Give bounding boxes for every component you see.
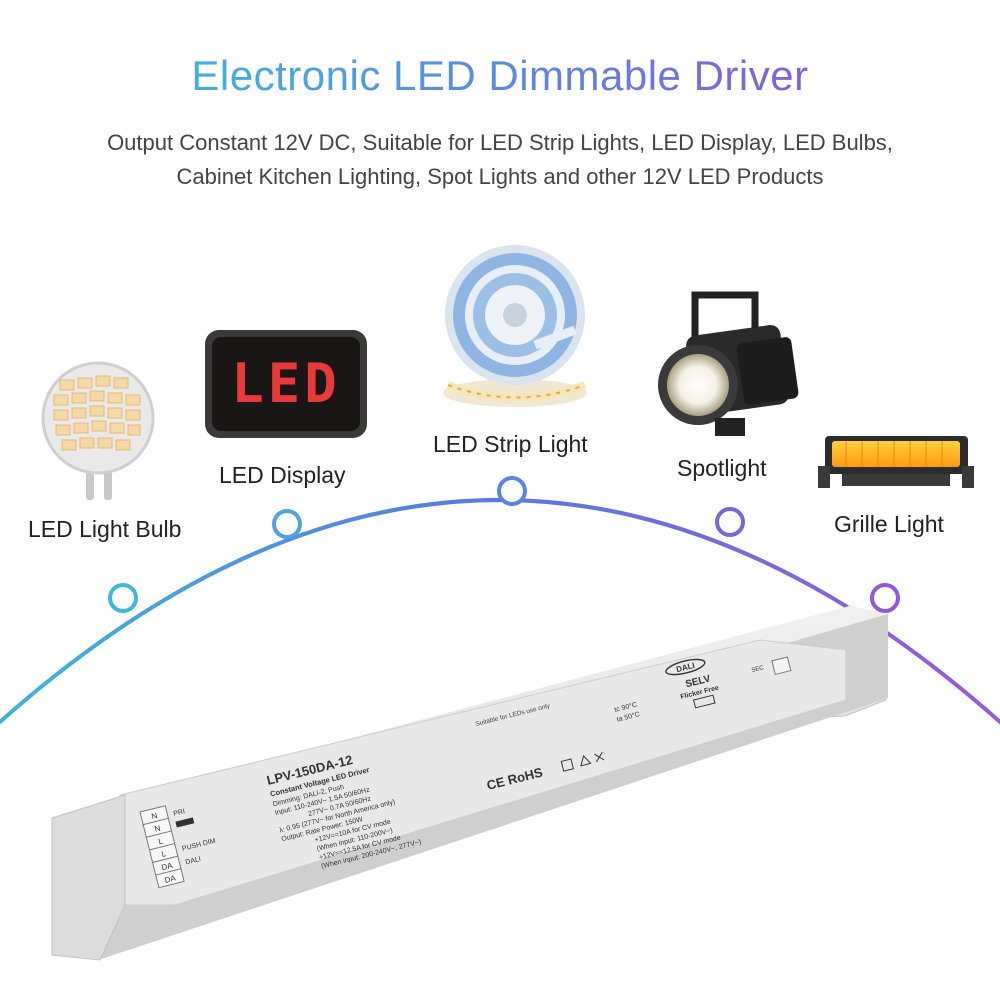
terminal-3: L <box>157 836 164 846</box>
label-led-strip-light: LED Strip Light <box>433 431 588 457</box>
arc-node-4 <box>715 507 745 537</box>
arc-node-1 <box>108 583 138 613</box>
grille-light-icon <box>818 436 974 488</box>
display-text: LED <box>231 352 341 415</box>
led-driver-device: N N L L DA DA PRI PUSH DIM DALI LPV-150D… <box>51 605 888 961</box>
terminal-4: L <box>161 849 168 859</box>
subtitle-line-2: Cabinet Kitchen Lighting, Spot Lights an… <box>176 164 824 189</box>
terminal-1: N <box>151 811 159 821</box>
arc-node-3 <box>497 476 527 506</box>
subtitle: Output Constant 12V DC, Suitable for LED… <box>40 126 960 194</box>
arc-node-2 <box>272 509 302 539</box>
sec-label: SEC <box>751 665 765 674</box>
subtitle-line-1: Output Constant 12V DC, Suitable for LED… <box>107 130 893 155</box>
led-light-bulb-icon <box>41 361 155 500</box>
led-strip-icon <box>443 245 587 407</box>
terminal-5: DA <box>161 861 175 873</box>
pri-label: PRI <box>173 808 186 818</box>
label-led-light-bulb: LED Light Bulb <box>28 516 182 542</box>
terminal-2: N <box>154 824 162 834</box>
page-title: Electronic LED Dimmable Driver <box>0 52 1000 100</box>
label-spotlight: Spotlight <box>677 455 767 481</box>
dali-logo-text: DALI <box>675 661 695 674</box>
label-grille-light: Grille Light <box>834 511 944 537</box>
label-led-display: LED Display <box>219 462 346 488</box>
terminal-6: DA <box>164 873 178 885</box>
led-display-icon: LED <box>205 330 367 438</box>
spotlight-icon <box>658 291 799 436</box>
dali-terminal-text: DALI <box>185 856 202 867</box>
arc-node-5 <box>870 583 900 613</box>
